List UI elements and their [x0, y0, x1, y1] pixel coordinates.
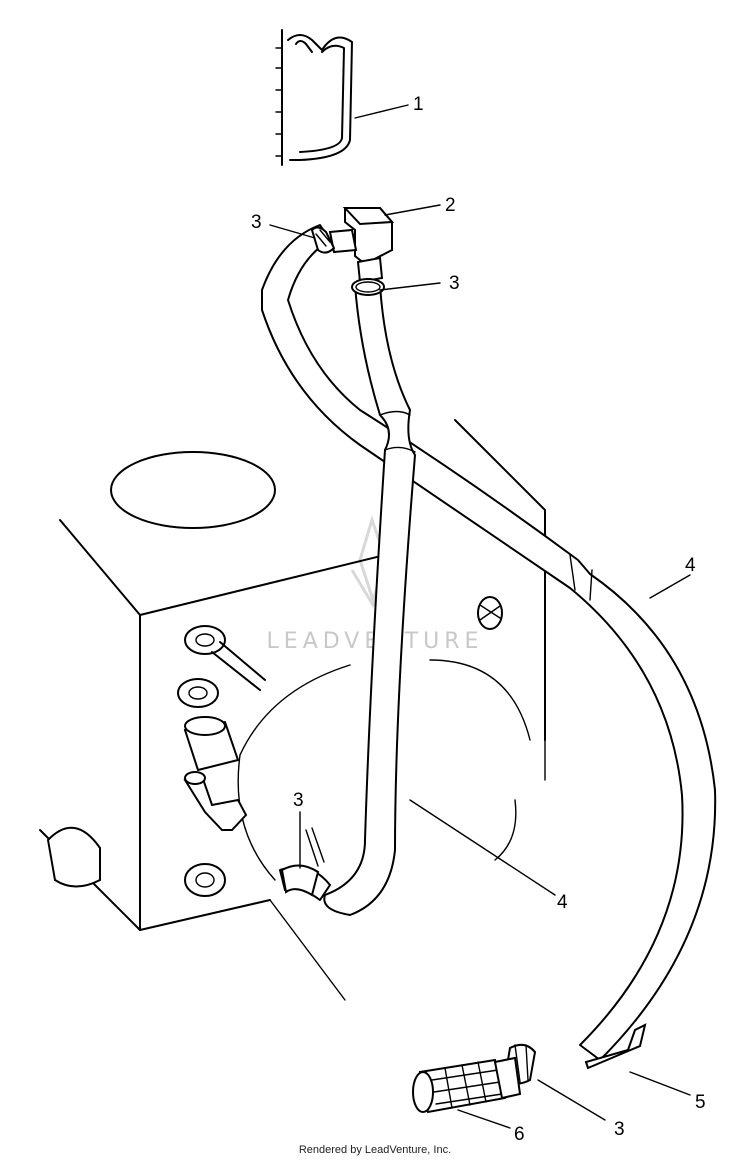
grommet-part [275, 29, 353, 166]
callout-5: 5 [695, 1092, 706, 1113]
tie-strap [584, 1023, 647, 1070]
hose-clamp-bottom-left [280, 827, 325, 897]
elbow-fitting [328, 207, 395, 284]
callout-3-top-left: 3 [251, 212, 262, 233]
hose-long [261, 224, 717, 1061]
callout-6: 6 [514, 1124, 525, 1145]
hose-clamp-top-left [310, 226, 336, 254]
callout-2: 2 [445, 195, 456, 216]
leader-lines [269, 104, 691, 1129]
inline-filter [412, 1056, 522, 1114]
tank-fittings [46, 596, 503, 897]
callout-4-center: 4 [557, 892, 568, 913]
oil-tank [39, 419, 546, 1001]
footer-credit: Rendered by LeadVenture, Inc. [298, 1144, 452, 1156]
callout-1: 1 [413, 94, 424, 115]
callout-labels: 1 2 3 3 4 4 3 5 6 3 [251, 94, 706, 1145]
callout-3-top-right: 3 [449, 273, 460, 294]
callout-3-bottom: 3 [614, 1119, 625, 1140]
hose-clamp-top [351, 278, 385, 296]
callout-3-middle: 3 [293, 790, 304, 811]
callout-4-right: 4 [685, 555, 696, 576]
